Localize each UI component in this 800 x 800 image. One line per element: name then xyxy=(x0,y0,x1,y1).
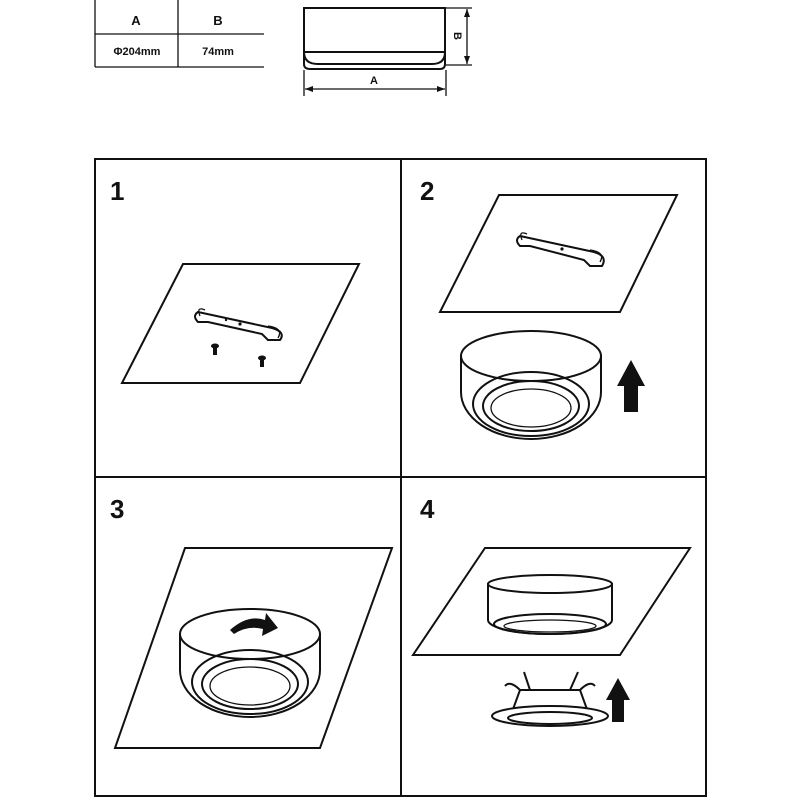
table-header-a: A xyxy=(131,13,141,28)
mounting-bracket-icon xyxy=(516,232,605,267)
ceiling-plate xyxy=(120,263,361,384)
dimension-table: A B Φ204mm 74mm xyxy=(94,0,264,68)
step-3-illustration xyxy=(113,547,394,749)
light-housing-ring xyxy=(460,330,602,440)
height-label: B xyxy=(451,32,463,40)
mounting-bracket-icon xyxy=(194,308,283,341)
table-value-a: Φ204mm xyxy=(114,46,161,58)
step-grid xyxy=(94,158,707,797)
step-number-3: 3 xyxy=(110,494,124,524)
step-number-4: 4 xyxy=(420,494,435,524)
arrow-up-icon xyxy=(617,360,645,412)
arrow-up-icon xyxy=(606,678,630,722)
dimension-drawing: A B xyxy=(303,7,472,96)
light-housing-mounted xyxy=(487,574,613,635)
ceiling-plate xyxy=(411,547,692,656)
width-label: A xyxy=(370,75,378,87)
ceiling-plate xyxy=(113,547,394,749)
rotate-arrow-icon xyxy=(230,613,278,636)
ceiling-plate xyxy=(438,194,679,313)
step-1-illustration xyxy=(120,263,361,384)
table-value-b: 74mm xyxy=(202,46,234,58)
step-number-1: 1 xyxy=(110,176,124,206)
screw-icon xyxy=(211,343,266,367)
light-housing-ring xyxy=(179,608,321,718)
step-4-illustration xyxy=(411,547,692,727)
table-header-b: B xyxy=(213,13,222,28)
step-number-2: 2 xyxy=(420,176,434,206)
step-2-illustration xyxy=(438,194,679,440)
downlight-module xyxy=(491,671,609,727)
